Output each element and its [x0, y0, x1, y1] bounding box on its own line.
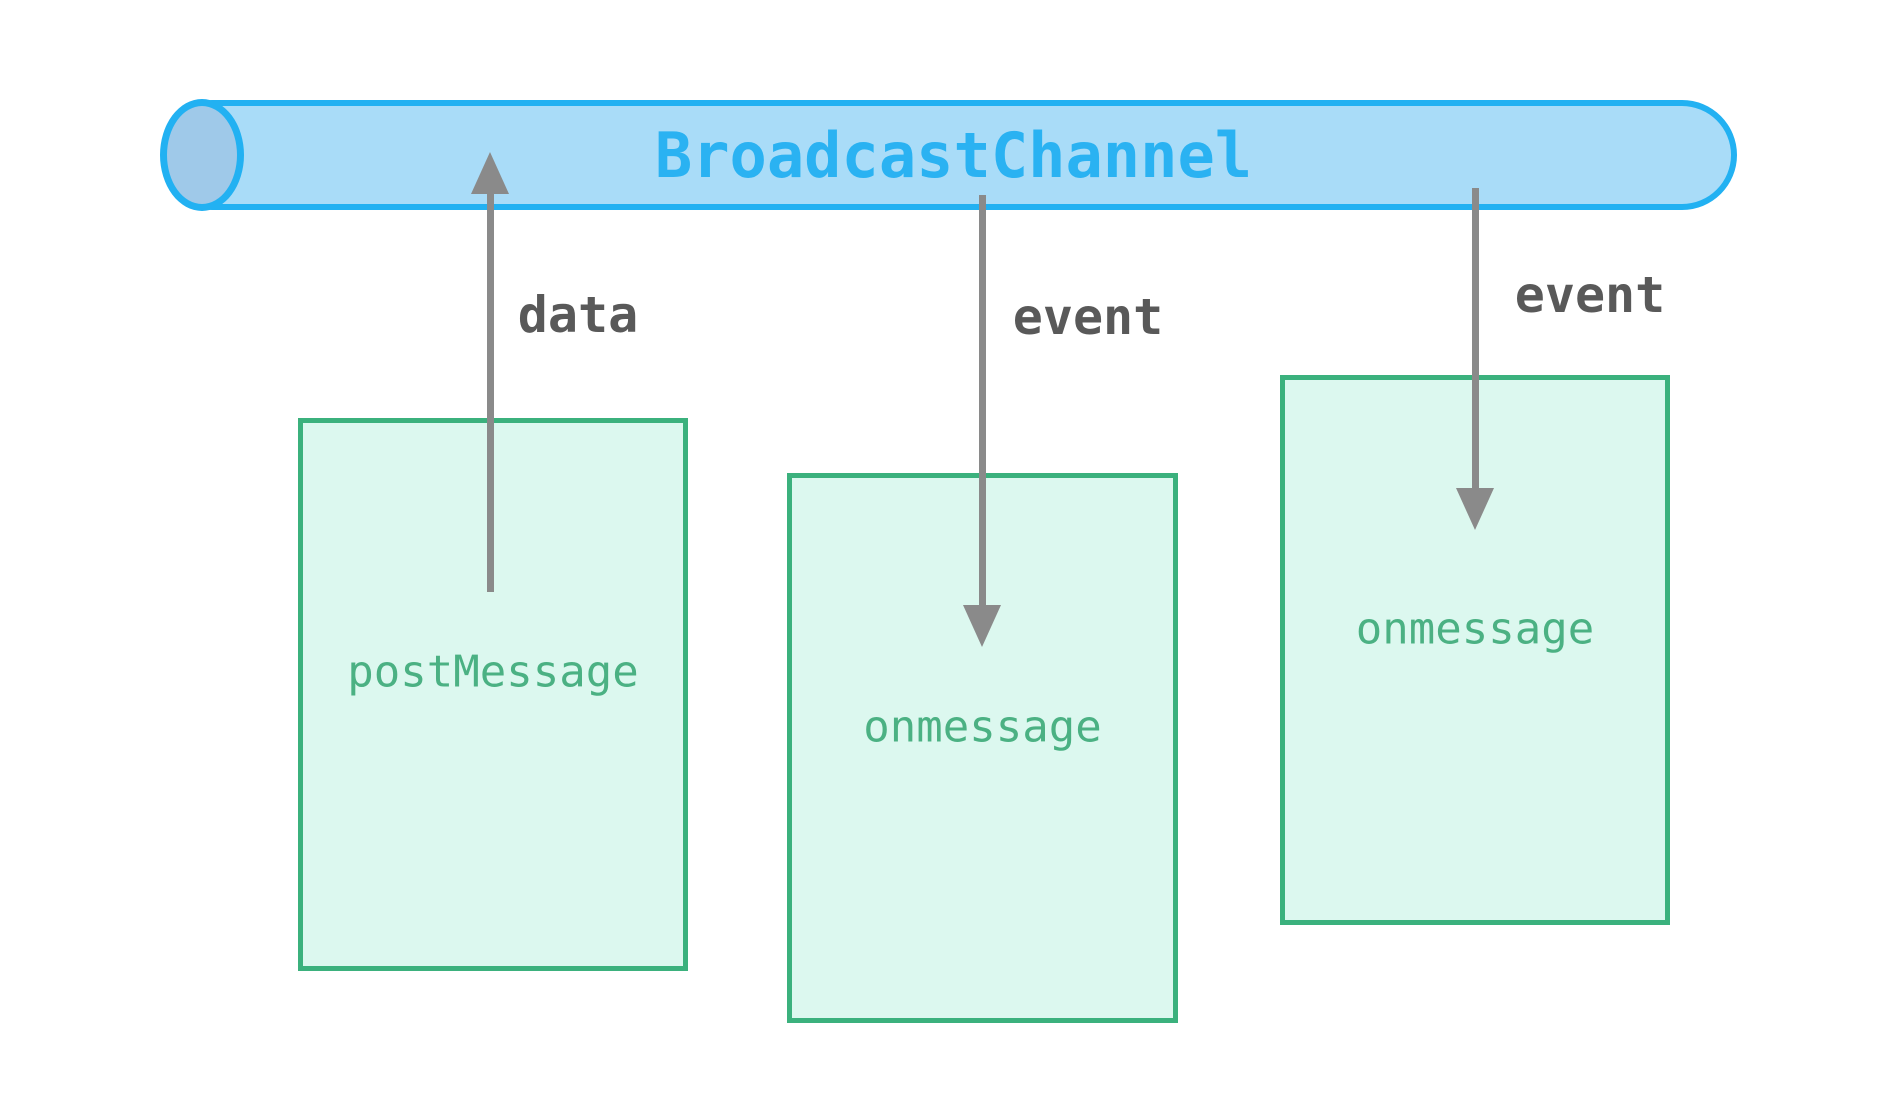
arrowhead-down-icon	[1456, 488, 1494, 530]
onmessage-label: onmessage	[1355, 603, 1595, 655]
data-edge-label: data	[517, 286, 639, 344]
broadcast-channel-pipe: BroadcastChannel	[170, 100, 1737, 210]
arrow-shaft	[1472, 188, 1479, 490]
postmessage-label: postMessage	[347, 646, 639, 698]
arrowhead-up-icon	[471, 152, 509, 194]
channel-name-label: BroadcastChannel	[654, 118, 1253, 192]
onmessage-label: onmessage	[863, 701, 1102, 753]
pipe-end-cap-ellipse	[160, 99, 244, 211]
event-edge-label-1: event	[1012, 288, 1164, 346]
event-edge-label-2: event	[1514, 266, 1666, 324]
arrow-shaft	[487, 190, 494, 592]
arrowhead-down-icon	[963, 605, 1001, 647]
arrow-shaft	[979, 195, 986, 607]
